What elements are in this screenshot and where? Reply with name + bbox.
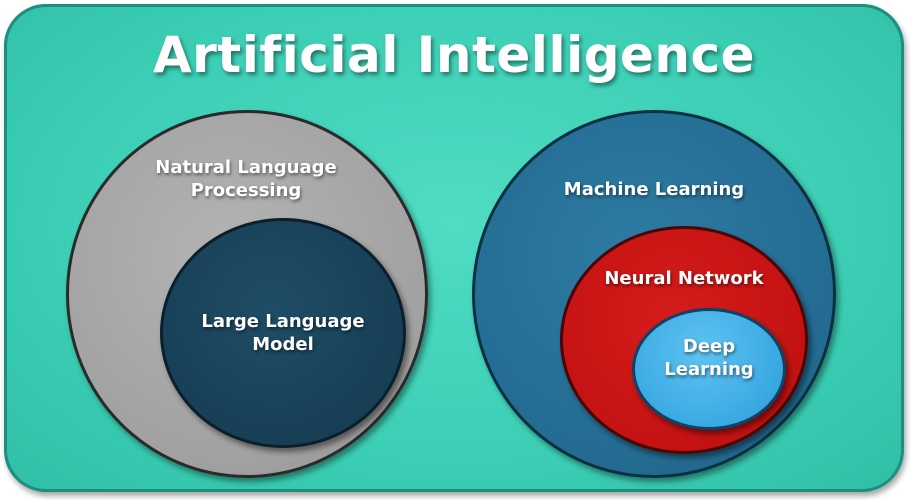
nlp-label-line-2: Processing [190, 180, 302, 202]
neural-network-label: Neural Network [584, 267, 784, 290]
llm-label-line-1: Large Language [201, 311, 365, 332]
neural-network-label-line-1: Neural Network [604, 268, 764, 289]
deep-learning-label-line-2: Learning [664, 359, 754, 381]
diagram-title: Artificial Intelligence [152, 26, 756, 84]
deep-learning-circle [632, 308, 786, 430]
llm-label: Large Language Model [180, 310, 386, 357]
llm-label-line-2: Model [252, 334, 314, 356]
deep-learning-label-line-1: Deep [682, 336, 736, 357]
llm-circle [160, 218, 406, 448]
nlp-label: Natural Language Processing [116, 156, 376, 203]
machine-learning-label-line-1: Machine Learning [563, 179, 745, 200]
ai-diagram-panel: Artificial Intelligence Natural Language… [4, 4, 904, 492]
machine-learning-label: Machine Learning [512, 178, 796, 201]
deep-learning-label: Deep Learning [640, 335, 778, 382]
nlp-label-line-1: Natural Language [155, 157, 337, 178]
